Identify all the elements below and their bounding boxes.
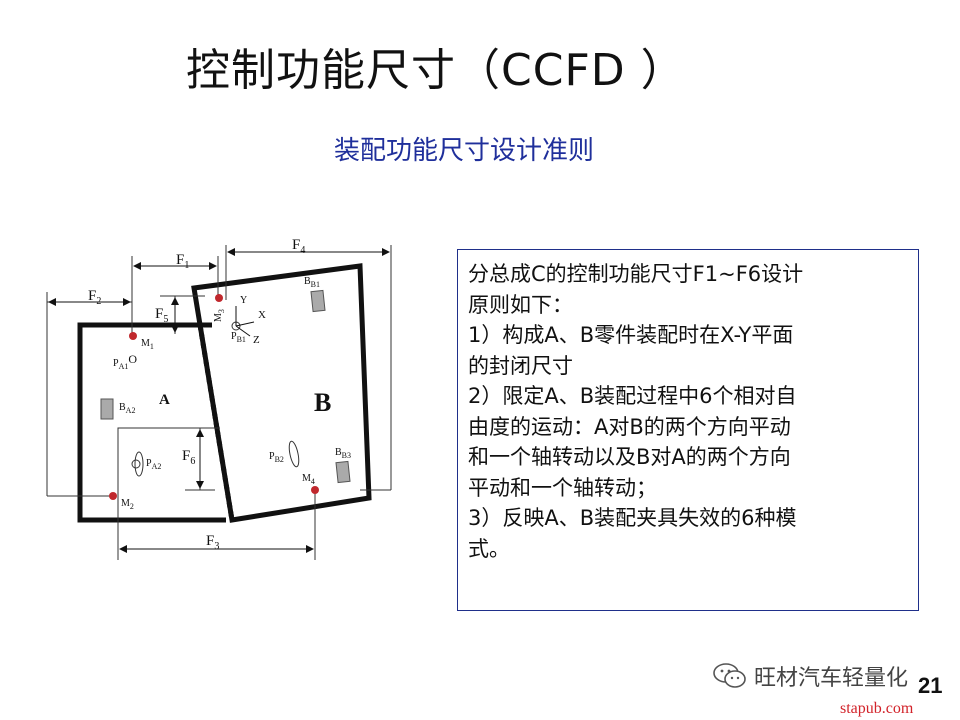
dim-f2-label: F2 [88,288,101,307]
point-m4-marker [311,486,319,494]
coordinate-axes [235,306,255,337]
pin-pa1-label: PA1O [113,352,137,371]
part-a-label: A [159,392,170,408]
site-url: stapub.com [840,700,914,717]
support-bb1 [310,289,326,313]
slide-subtitle: 装配功能尺寸设计准则 [334,136,595,166]
dimension-arrows [48,248,390,553]
rule-line: 的封闭尺寸 [468,353,573,378]
rule-line: 3）反映A、B装配夹具失效的6种模 [468,506,797,530]
part-a [77,322,235,523]
point-m1-marker [129,332,137,340]
rule-line: 式。 [468,536,510,561]
reference-lines [46,245,392,560]
dim-f6-label: F6 [182,448,195,467]
pin-pb2-label: PB2 [269,451,284,464]
point-m3-marker [215,294,223,302]
support-bb3 [335,460,351,484]
rule-line: 分总成C的控制功能尺寸F1~F6设计 [468,262,804,286]
rule-line: 由度的运动：A对B的两个方向平动 [468,414,791,439]
rule-line: 2）限定A、B装配过程中6个相对自 [468,384,797,408]
rule-line: 平动和一个轴转动； [468,475,657,500]
part-b [191,263,372,523]
point-m2-marker [109,492,117,500]
pin-pa2-label: PA2 [146,458,161,471]
dim-f5-label: F5 [155,306,168,325]
support-bb3-label: BB3 [335,447,351,460]
pin-pa2-slot [134,451,144,477]
page-number: 21 [918,673,943,698]
rule-line: 原则如下： [468,292,573,317]
support-ba2-label: BA2 [119,402,135,415]
rule-line: 1）构成A、B零件装配时在X-Y平面 [468,323,794,347]
design-rules-box: 分总成C的控制功能尺寸F1~F6设计 原则如下： 1）构成A、B零件装配时在X-… [457,249,919,611]
axis-y-label: Y [240,295,247,306]
watermark-text: 旺材汽车轻量化 [754,666,909,691]
dim-f4-label: F4 [292,237,305,256]
axis-x-label: X [258,309,266,321]
watermark: 旺材汽车轻量化 [712,660,908,692]
pin-pb2-slot [288,440,300,468]
dim-f3-label: F3 [206,533,219,552]
slide-title: 控制功能尺寸（CCFD ） [186,45,686,96]
pin-pb1-label: PB1 [231,331,246,344]
dim-f1-label: F1 [176,252,189,271]
rule-line: 和一个轴转动以及B对A的两个方向 [468,445,791,469]
wechat-icon [713,663,746,688]
point-m1-label: M1 [141,338,154,351]
part-b-label: B [314,388,331,417]
axis-z-label: Z [253,334,260,346]
point-m2-label: M2 [121,498,134,511]
support-bb1-label: BB1 [304,276,320,289]
point-m4-label: M4 [302,473,315,486]
point-m3-label: M3 [213,309,226,322]
support-ba2 [100,398,114,420]
pin-pa2-marker [131,459,141,469]
